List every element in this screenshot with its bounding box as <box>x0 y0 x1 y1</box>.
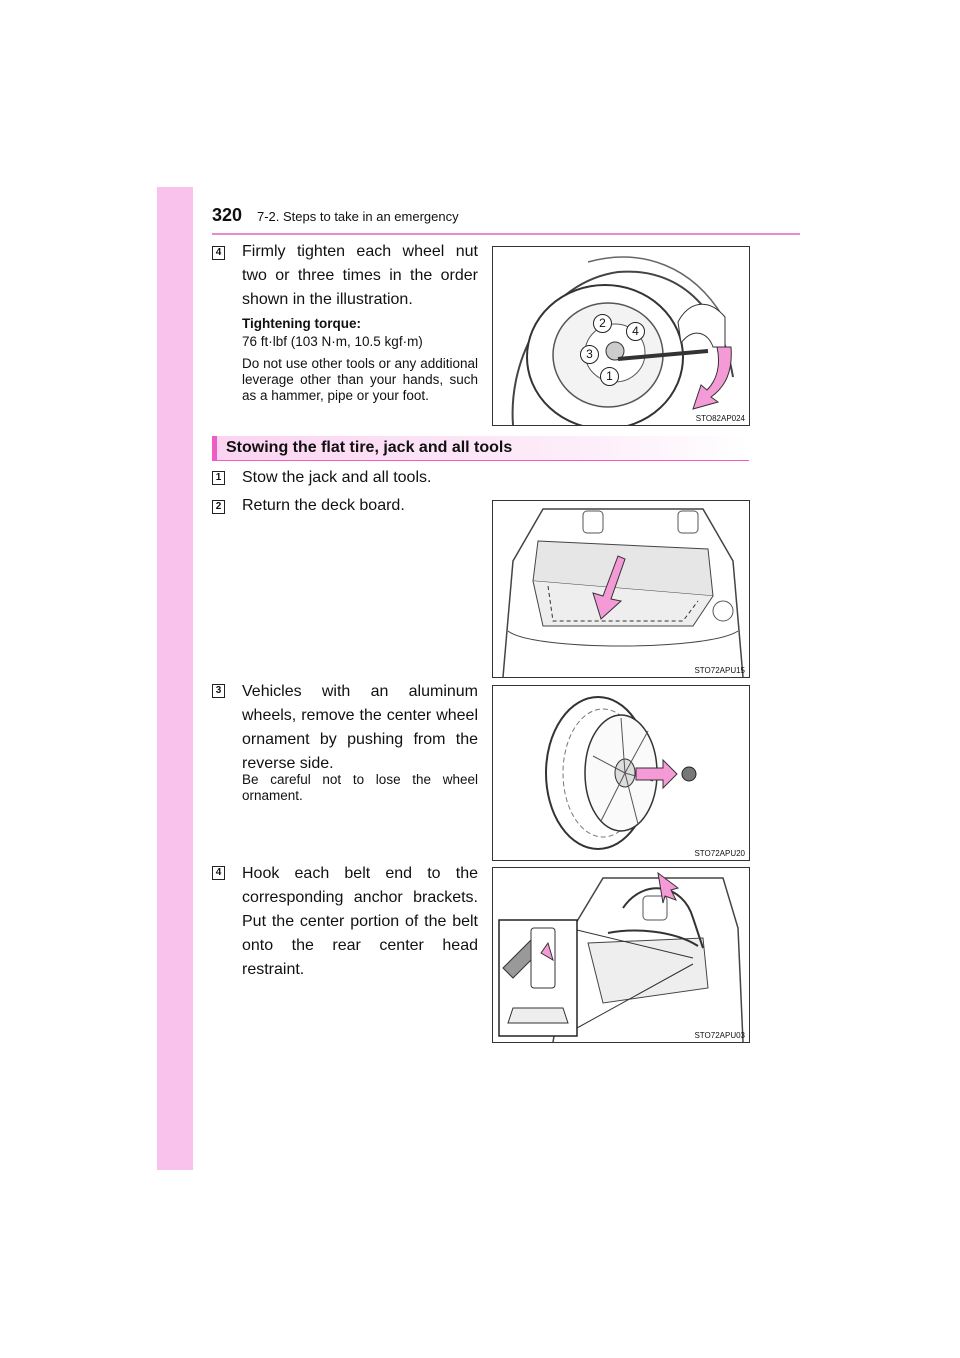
nut-order-4: 4 <box>626 322 645 341</box>
wheel-ornament-illustration: STO72APU20 <box>492 685 750 861</box>
step-text: Vehicles with an aluminum wheels, remove… <box>242 683 478 772</box>
heading-label: Stowing the flat tire, jack and all tool… <box>226 439 513 456</box>
sidebar-tab <box>157 187 193 1170</box>
deck-board-illustration: STO72APU15 <box>492 500 750 678</box>
step-number-box: 1 <box>212 471 225 485</box>
step-note: Be careful not to lose the wheel ornamen… <box>242 772 478 803</box>
step-text: Stow the jack and all tools. <box>242 469 432 486</box>
section-heading: Stowing the flat tire, jack and all tool… <box>212 436 749 460</box>
heading-accent <box>212 436 217 460</box>
nut-order-1: 1 <box>600 367 619 386</box>
torque-value: 76 ft·lbf (103 N·m, 10.5 kgf·m) <box>242 334 423 349</box>
step-text: Firmly tighten each wheel nut two or thr… <box>242 243 478 308</box>
step-note: Do not use other tools or any additional… <box>242 356 478 403</box>
figure-code: STO82AP024 <box>695 414 745 423</box>
step-text: Hook each belt end to the corresponding … <box>242 865 478 978</box>
nut-order-3: 3 <box>580 345 599 364</box>
step-number-box: 2 <box>212 500 225 514</box>
step-text: Return the deck board. <box>242 497 405 514</box>
wheel-nut-illustration: 2 4 3 1 STO82AP024 <box>492 246 750 426</box>
heading-rule <box>212 460 749 461</box>
step-number-box: 4 <box>212 866 225 880</box>
page-number: 320 <box>212 205 243 225</box>
belt-anchor-illustration: STO72APU03 <box>492 867 750 1043</box>
section-title: 7-2. Steps to take in an emergency <box>257 209 459 224</box>
figure-code: STO72APU20 <box>694 849 745 858</box>
figure-code: STO72APU15 <box>694 666 745 675</box>
figure-code: STO72APU03 <box>694 1031 745 1040</box>
nut-order-2: 2 <box>593 314 612 333</box>
step-number-box: 4 <box>212 246 225 260</box>
step-number-box: 3 <box>212 684 225 698</box>
torque-label: Tightening torque: <box>242 316 361 331</box>
header-rule <box>212 233 800 235</box>
